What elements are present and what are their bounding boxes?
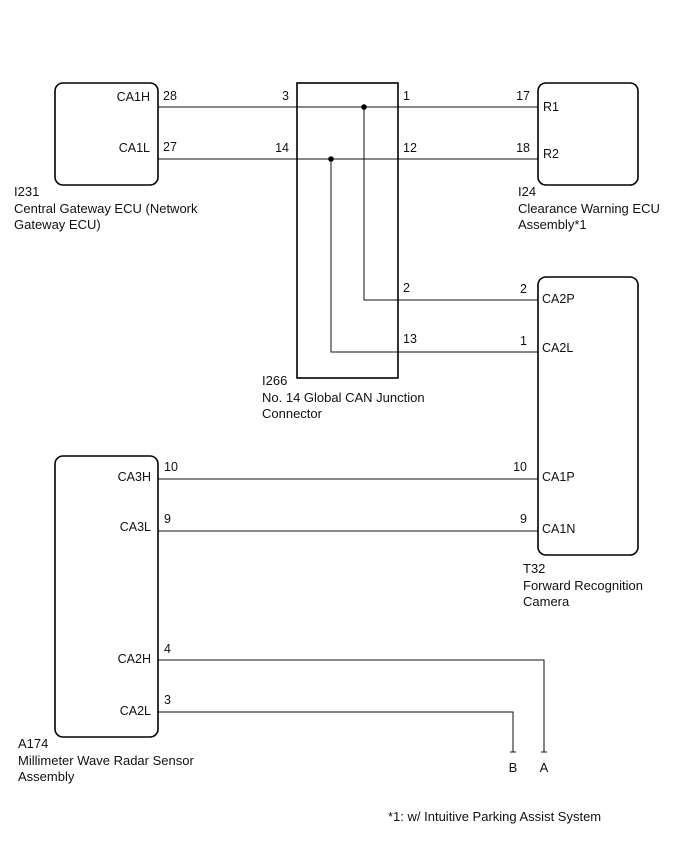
a174-pin-number-10: 10 [164,460,178,474]
wire-ca2h-to-a [158,659,545,752]
i231-pin-number-27: 27 [163,140,177,154]
i231-code: I231 [14,184,39,199]
i231-pin-label-ca1l: CA1L [119,141,150,155]
i266-pin-3: 3 [282,89,289,103]
i231-name-line2: Gateway ECU) [14,217,101,232]
footnote: *1: w/ Intuitive Parking Assist System [388,809,601,824]
a174-pin-number-9: 9 [164,512,171,526]
wire-ca2l-to-b [158,711,514,752]
i24-name-line1: Clearance Warning ECU [518,201,660,216]
i231-pin-label-ca1h: CA1H [117,90,150,104]
a174-pin-number-4: 4 [164,642,171,656]
i231-box [54,82,159,186]
t32-pin-number-10: 10 [513,460,527,474]
t32-pin-label-ca2p: CA2P [542,292,575,306]
splice-low [328,156,334,162]
t32-code: T32 [523,561,545,576]
terminal-a-label: A [540,760,549,775]
t32-pin-label-ca1n: CA1N [542,522,575,536]
t32-name-line2: Camera [523,594,570,609]
i266-pin-2: 2 [403,281,410,295]
a174-pin-label-ca3h: CA3H [118,470,151,484]
i24-pin-number-18: 18 [516,141,530,155]
a174-code: A174 [18,736,48,751]
i266-pin-1: 1 [403,89,410,103]
i266-name-line1: No. 14 Global CAN Junction [262,390,425,405]
a174-pin-label-ca2h: CA2H [118,652,151,666]
wire-splice-high-to-ca2p [363,107,538,301]
i266-pin-12: 12 [403,141,417,155]
i266-pin-14: 14 [275,141,289,155]
i24-pin-number-17: 17 [516,89,530,103]
a174-pin-label-ca2l: CA2L [120,704,151,718]
i24-pin-label-r1: R1 [543,100,559,114]
t32-pin-number-2: 2 [520,282,527,296]
t32-name-line1: Forward Recognition [523,578,643,593]
i24-box [537,82,639,186]
i24-pin-label-r2: R2 [543,147,559,161]
a174-box [54,455,159,738]
i24-code: I24 [518,184,536,199]
t32-pin-label-ca1p: CA1P [542,470,575,484]
t32-pin-number-9: 9 [520,512,527,526]
i231-name-line1: Central Gateway ECU (Network [14,201,198,216]
a174-name-line1: Millimeter Wave Radar Sensor [18,753,194,768]
i266-code: I266 [262,373,287,388]
t32-pin-number-1: 1 [520,334,527,348]
t32-pin-label-ca2l: CA2L [542,341,573,355]
terminal-b-label: B [509,760,518,775]
a174-pin-label-ca3l: CA3L [120,520,151,534]
t32-box [537,276,639,556]
splice-high [361,104,367,110]
i266-pin-13: 13 [403,332,417,346]
i231-pin-number-28: 28 [163,89,177,103]
a174-pin-number-3: 3 [164,693,171,707]
wire-splice-low-to-ca2l [330,159,538,353]
i24-name-line2: Assembly*1 [518,217,587,232]
a174-name-line2: Assembly [18,769,75,784]
i266-box [296,82,399,379]
i266-name-line2: Connector [262,406,323,421]
